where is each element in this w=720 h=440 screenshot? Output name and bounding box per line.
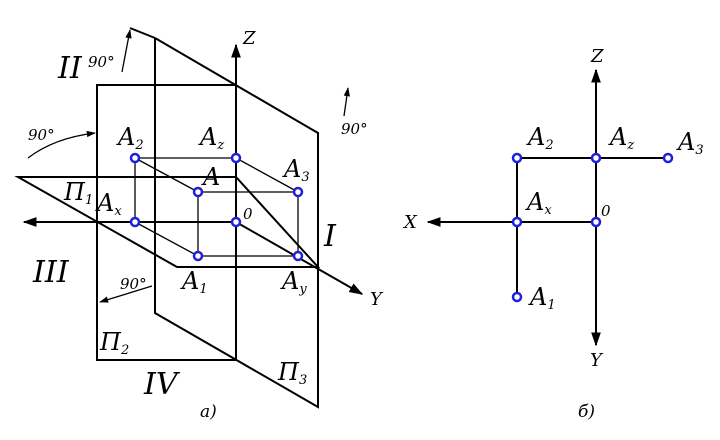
label-a2-a: A2 — [116, 123, 144, 153]
label-az-b: Az — [608, 123, 634, 153]
plane-p1-outline — [14, 176, 321, 268]
label-angle-bottom: 90° — [120, 275, 147, 293]
point-az-a — [230, 152, 242, 164]
projection-lines-a — [134, 157, 299, 257]
label-plane-ii: II — [57, 51, 83, 86]
label-p1: П1 — [63, 178, 93, 208]
point-a1-a — [192, 250, 204, 262]
point-ax-b — [511, 216, 523, 228]
label-axis-z-a: Z — [242, 28, 256, 49]
label-p3: П3 — [277, 358, 307, 388]
label-a-a: A — [201, 163, 220, 191]
plane-p3-top-edge — [129, 27, 156, 39]
point-a2-a — [129, 152, 141, 164]
point-a3-a — [292, 186, 304, 198]
point-origin-b — [590, 216, 602, 228]
label-axis-y-a: Y — [370, 289, 384, 310]
angle-arrow-ii — [121, 29, 132, 73]
point-az-b — [590, 152, 602, 164]
label-az-a: Az — [198, 123, 224, 153]
label-axis-y-b: Y — [590, 350, 604, 371]
label-origin-b: 0 — [601, 202, 611, 220]
label-axis-z-b: Z — [590, 46, 604, 67]
point-a-a — [192, 186, 204, 198]
label-p2: П2 — [99, 328, 129, 358]
label-a1-b: A1 — [528, 283, 556, 313]
label-angle-i: 90° — [341, 120, 368, 138]
label-origin-a: 0 — [243, 205, 253, 223]
angle-arrow-left — [27, 130, 96, 159]
angle-arrow-i — [343, 87, 350, 117]
view-b: Z X Y 0 A2 Az A3 Ax A1 б) — [402, 46, 704, 422]
label-axis-x-b: X — [402, 212, 418, 233]
point-ax-a — [129, 216, 141, 228]
label-plane-iii: III — [32, 255, 70, 290]
label-plane-iv: IV — [143, 367, 181, 402]
label-a2-b: A2 — [526, 123, 554, 153]
label-ay-a: Ay — [280, 267, 307, 297]
view-a: II I III IV П1 П2 П3 Z Y 0 90° 90° 90° 9… — [14, 27, 384, 422]
projection-lines-b — [516, 157, 668, 297]
point-a3-b — [662, 152, 674, 164]
angle-arrow-bottom — [99, 285, 153, 303]
label-angle-left: 90° — [28, 126, 55, 144]
caption-a: а) — [200, 402, 217, 422]
label-a3-b: A3 — [676, 128, 704, 158]
label-ax-b: Ax — [525, 188, 552, 218]
point-ay-a — [292, 250, 304, 262]
point-a2-b — [511, 152, 523, 164]
label-ax-a: Ax — [95, 189, 122, 219]
point-a1-b — [511, 291, 523, 303]
caption-b: б) — [578, 402, 595, 422]
label-a3-a: A3 — [282, 155, 310, 185]
label-plane-i: I — [323, 219, 337, 254]
label-a1-a: A1 — [180, 267, 208, 297]
point-origin-a — [230, 216, 242, 228]
label-angle-ii: 90° — [88, 53, 115, 71]
